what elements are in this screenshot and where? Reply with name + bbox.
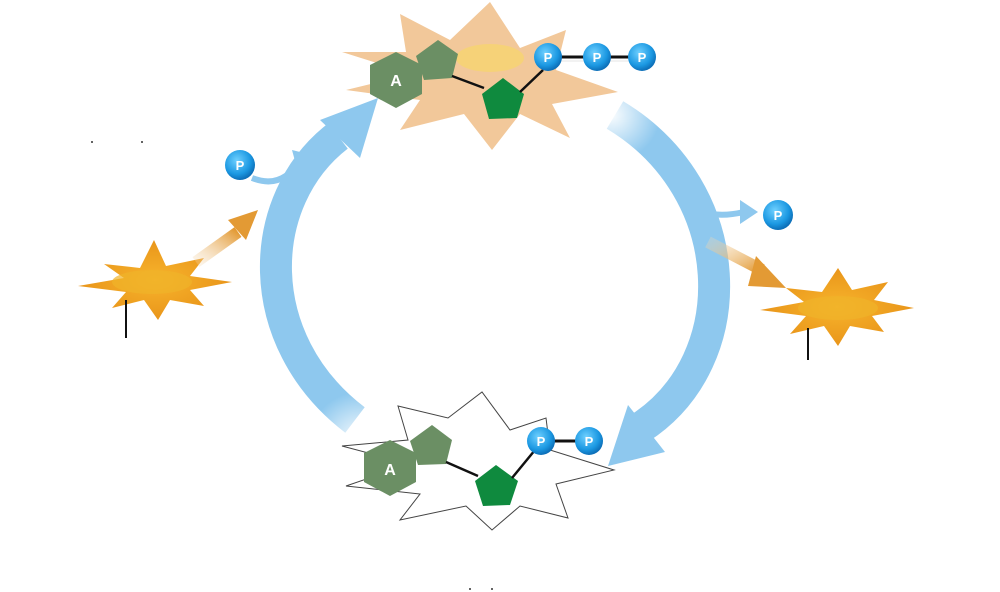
phosphate-icon: P xyxy=(575,427,603,455)
atp-adenine-pentagon xyxy=(416,40,458,80)
phosphate-added: P xyxy=(225,150,316,185)
svg-text:P: P xyxy=(593,50,602,65)
phosphate-icon: P xyxy=(763,200,793,230)
svg-text:P: P xyxy=(544,50,553,65)
energy-release-star xyxy=(760,268,914,360)
svg-text:P: P xyxy=(236,158,245,173)
stray-dot xyxy=(141,141,143,143)
energy-release-arrow xyxy=(705,236,786,288)
cycle-arrow-left xyxy=(260,98,378,433)
phosphate-icon: P xyxy=(534,43,562,71)
atp-molecule: A P P P xyxy=(342,2,656,150)
curved-arrow-icon xyxy=(685,194,745,218)
atp-adenine-hexagon xyxy=(370,52,422,108)
svg-text:P: P xyxy=(585,434,594,449)
svg-text:P: P xyxy=(537,434,546,449)
stray-dot xyxy=(91,141,93,143)
phosphate-icon: P xyxy=(225,150,255,180)
energy-input-arrow xyxy=(192,210,258,267)
svg-text:P: P xyxy=(774,208,783,223)
stray-dot xyxy=(491,588,493,590)
stray-dot xyxy=(469,588,471,590)
phosphate-released: P xyxy=(685,194,793,230)
atp-adenine-label: A xyxy=(390,73,402,90)
atp-energy-star xyxy=(342,2,618,150)
atp-ribose-pentagon xyxy=(482,78,524,119)
adp-adenine-label: A xyxy=(384,462,396,479)
adp-molecule: A P P xyxy=(341,391,616,531)
cycle-arrow-right xyxy=(606,101,731,466)
phosphate-icon: P xyxy=(527,427,555,455)
phosphate-icon: P xyxy=(583,43,611,71)
adp-ribose-pentagon xyxy=(475,465,518,506)
adp-adenine-hexagon xyxy=(364,440,416,496)
svg-text:P: P xyxy=(638,50,647,65)
phosphate-icon: P xyxy=(628,43,656,71)
energy-input-star xyxy=(78,240,232,338)
adp-adenine-pentagon xyxy=(410,425,452,465)
atp-glow-ellipse xyxy=(456,44,524,72)
